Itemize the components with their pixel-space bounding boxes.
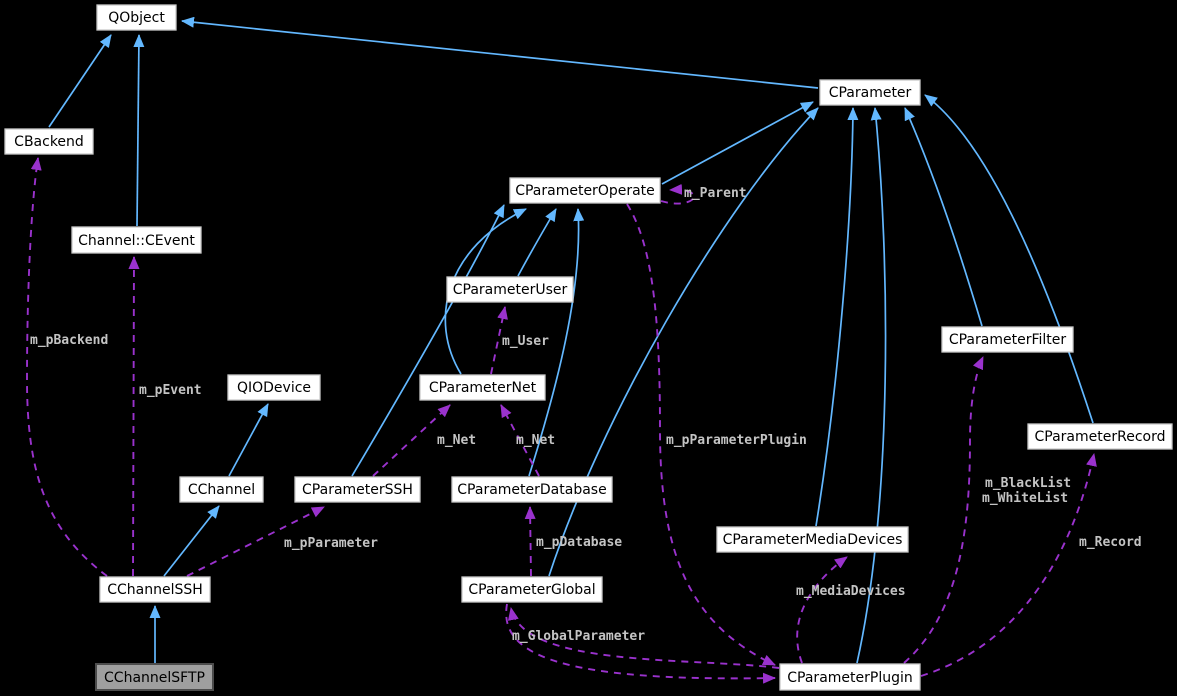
class-node-cparameteroperate-label: CParameterOperate xyxy=(515,183,655,199)
class-node-cparameternet-label: CParameterNet xyxy=(429,380,537,396)
class-node-channel-cevent[interactable]: Channel::CEvent xyxy=(71,226,202,254)
usage-edge-m-net-ssh xyxy=(372,404,451,477)
edge-label-m-user: m_User xyxy=(502,334,549,349)
class-node-cparameter-label: CParameter xyxy=(829,85,912,101)
class-node-cchannelsftp-current[interactable]: CChannelSFTP xyxy=(95,663,214,691)
class-node-cbackend-label: CBackend xyxy=(14,134,84,150)
usage-edge-m-mediadevices xyxy=(796,556,848,664)
inherit-edge-cparameter-to-qobject xyxy=(181,16,819,89)
inherit-edge-cparameteruser-to-cparameteroperate xyxy=(517,208,557,277)
class-node-cparameteruser[interactable]: CParameterUser xyxy=(446,276,574,303)
class-nodes: QObject CParameter CBackend Channel::CEv… xyxy=(4,4,1173,691)
class-node-qiodevice-label: QIODevice xyxy=(237,380,311,396)
edge-label-m-whitelist: m_WhiteList xyxy=(982,491,1068,506)
class-node-cparameterplugin[interactable]: CParameterPlugin xyxy=(779,663,921,691)
edge-label-m-pbackend: m_pBackend xyxy=(30,333,108,348)
class-node-cparameterssh-label: CParameterSSH xyxy=(302,482,413,498)
edge-label-m-pparameterplugin: m_pParameterPlugin xyxy=(666,433,807,448)
inherit-edge-cparametermediadevices-to-cparameter xyxy=(815,107,859,527)
class-node-channel-cevent-label: Channel::CEvent xyxy=(78,233,195,249)
inherit-edge-cparameterplugin-to-cparameter xyxy=(856,107,887,664)
inherit-edge-cchannelssh-to-cchannel xyxy=(163,505,220,577)
inherit-edge-cparameterfilter-to-cparameter xyxy=(904,107,983,327)
class-node-cparameterglobal[interactable]: CParameterGlobal xyxy=(461,576,603,603)
class-node-cchannel-label: CChannel xyxy=(188,482,255,498)
edge-label-m-pdatabase: m_pDatabase xyxy=(536,535,622,550)
class-node-qobject[interactable]: QObject xyxy=(96,4,177,31)
edge-label-m-mediadevices: m_MediaDevices xyxy=(796,584,906,599)
class-node-cparameterfilter[interactable]: CParameterFilter xyxy=(941,326,1074,353)
inherit-edge-cparameterglobal-to-cparameter xyxy=(548,107,819,577)
inheritance-edges xyxy=(48,16,1094,664)
edge-label-m-pparameter: m_pParameter xyxy=(284,536,378,551)
class-node-cparameteruser-label: CParameterUser xyxy=(453,282,568,298)
class-node-cbackend[interactable]: CBackend xyxy=(4,128,94,155)
inherit-edge-cbackend-to-qobject xyxy=(48,34,112,128)
class-node-cparameter[interactable]: CParameter xyxy=(819,79,921,106)
usage-edge-m-blacklist-whitelist xyxy=(903,356,984,664)
class-node-cparametermediadevices-label: CParameterMediaDevices xyxy=(723,532,903,548)
edge-label-m-blacklist: m_BlackList xyxy=(985,476,1071,491)
class-node-cchannelssh[interactable]: CChannelSSH xyxy=(99,576,211,603)
class-node-cparameterrecord[interactable]: CParameterRecord xyxy=(1027,423,1173,450)
edge-label-m-parent: m_Parent xyxy=(684,186,747,201)
edge-label-m-net-2: m_Net xyxy=(516,433,555,448)
usage-edge-m-pbackend xyxy=(26,157,108,577)
usage-edge-m-net-database xyxy=(500,404,540,477)
usage-edge-global-to-plugin xyxy=(505,603,776,684)
class-node-cparameternet[interactable]: CParameterNet xyxy=(419,374,546,401)
class-node-cchannelssh-label: CChannelSSH xyxy=(107,582,203,598)
inherit-edge-cparameteroperate-to-cparameter xyxy=(661,101,814,185)
class-node-qiodevice[interactable]: QIODevice xyxy=(227,374,321,401)
usage-edge-m-pdatabase xyxy=(524,506,536,577)
class-node-cparameterssh[interactable]: CParameterSSH xyxy=(294,476,421,503)
usage-edge-m-pevent xyxy=(128,256,140,577)
inherit-edge-cparameterrecord-to-cparameter xyxy=(924,94,1094,424)
class-node-cparameteroperate[interactable]: CParameterOperate xyxy=(509,177,661,204)
edge-label-m-record: m_Record xyxy=(1079,535,1142,550)
usage-edge-m-pparameterplugin xyxy=(626,203,776,666)
edge-label-m-pevent: m_pEvent xyxy=(139,383,202,398)
edge-label-m-globalparameter: m_GlobalParameter xyxy=(512,629,645,644)
class-node-cchannel[interactable]: CChannel xyxy=(179,476,264,503)
class-node-cparameterdatabase-label: CParameterDatabase xyxy=(457,482,606,498)
edge-label-m-net-1: m_Net xyxy=(437,433,476,448)
edge-labels: m_pBackend m_pEvent m_Parent m_User m_Ne… xyxy=(30,186,1142,644)
usage-edges xyxy=(26,157,1097,684)
usage-edge-m-globalparameter xyxy=(507,607,780,669)
usage-edge-m-user xyxy=(490,306,508,375)
inherit-edge-cparameterssh-to-cparameteroperate xyxy=(351,204,505,477)
class-node-cparameterglobal-label: CParameterGlobal xyxy=(468,582,595,598)
usage-edge-m-record xyxy=(920,453,1097,677)
inherit-edge-cparameterdatabase-to-cparameteroperate xyxy=(528,208,585,477)
class-node-cparameterdatabase[interactable]: CParameterDatabase xyxy=(451,476,613,503)
class-node-cparameterplugin-label: CParameterPlugin xyxy=(787,670,912,686)
inherit-edge-cchannel-to-qiodevice xyxy=(228,403,269,477)
class-node-cparameterfilter-label: CParameterFilter xyxy=(949,332,1067,348)
class-node-qobject-label: QObject xyxy=(108,10,165,26)
class-node-cparameterrecord-label: CParameterRecord xyxy=(1035,429,1166,445)
class-node-cchannelsftp-label: CChannelSFTP xyxy=(104,670,205,686)
inherit-edge-cevent-to-qobject xyxy=(133,34,145,227)
class-node-cparametermediadevices[interactable]: CParameterMediaDevices xyxy=(716,526,909,553)
